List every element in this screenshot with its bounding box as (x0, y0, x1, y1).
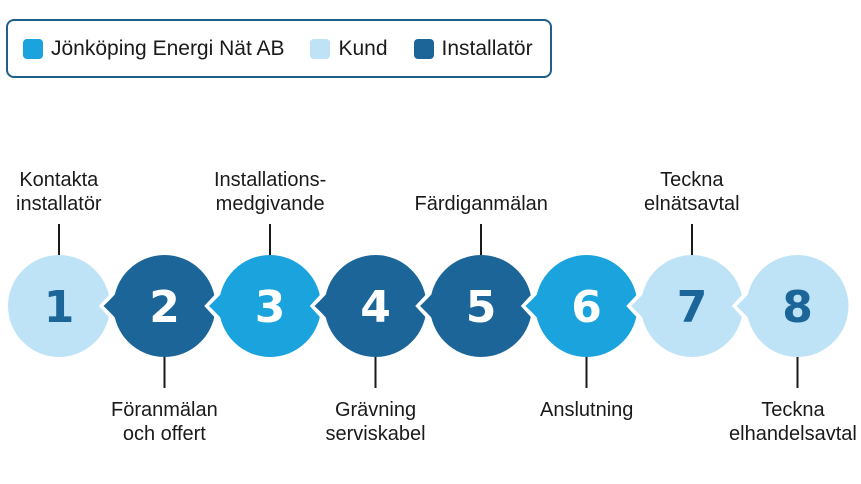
step-pointer-fill (631, 270, 668, 342)
step-2: 2 (98, 255, 216, 357)
step-5: 5 (415, 255, 532, 357)
step-label-line: Teckna (761, 399, 825, 421)
step-label-line: Färdiganmälan (414, 193, 548, 215)
legend-item-installator: Installatör (413, 36, 533, 61)
step-pointer-fill (736, 270, 774, 342)
step-number: 2 (149, 282, 180, 333)
step-7: 7 (626, 255, 743, 357)
step-label-line: Anslutning (540, 399, 634, 421)
legend-swatch (310, 38, 331, 59)
legend-swatch (413, 38, 434, 59)
step-pointer-fill (103, 270, 141, 342)
step-label-line: Kontakta (19, 169, 99, 191)
step-3: 3 (204, 255, 321, 357)
step-pointer-fill (209, 270, 246, 342)
step-number: 8 (782, 282, 813, 333)
step-pointer-fill (525, 270, 563, 342)
step-label-3: Installations-medgivande (214, 168, 326, 216)
step-1: 1 (8, 255, 110, 357)
step-8: 8 (731, 255, 849, 357)
legend-label: Installatör (441, 36, 533, 60)
step-pointer-fill (420, 270, 457, 342)
step-label-line: och offert (122, 423, 206, 445)
step-label-line: Installations- (214, 169, 327, 191)
legend-item-kund: Kund (310, 36, 388, 61)
step-circle (8, 255, 110, 357)
step-number: 4 (360, 282, 391, 333)
legend-swatch (23, 38, 43, 59)
step-label-6: Anslutning (540, 398, 633, 422)
step-pointer-fill (314, 270, 352, 342)
step-label-line: Teckna (660, 169, 724, 191)
step-label-line: medgivande (215, 193, 325, 215)
step-label-5: Färdiganmälan (415, 192, 548, 216)
step-label-line: installatör (16, 193, 102, 215)
step-number: 7 (677, 282, 708, 333)
legend-label: Kund (338, 36, 388, 60)
step-label-line: Föranmälan (111, 399, 218, 421)
legend: Jönköping Energi Nät AB Kund Installatör (6, 19, 552, 78)
step-number: 3 (255, 282, 286, 333)
step-label-line: elnätsavtal (644, 193, 740, 215)
step-number: 5 (466, 282, 497, 333)
step-number: 6 (571, 282, 602, 333)
step-6: 6 (520, 255, 638, 357)
step-label-line: elhandelsavtal (729, 423, 857, 445)
step-label-line: Grävning (334, 399, 417, 421)
step-4: 4 (309, 255, 427, 357)
legend-label: Jönköping Energi Nät AB (51, 36, 285, 60)
step-number: 1 (44, 282, 75, 333)
legend-item-jonkoping-energi: Jönköping Energi Nät AB (23, 37, 284, 61)
step-label-line: serviskabel (325, 423, 426, 445)
